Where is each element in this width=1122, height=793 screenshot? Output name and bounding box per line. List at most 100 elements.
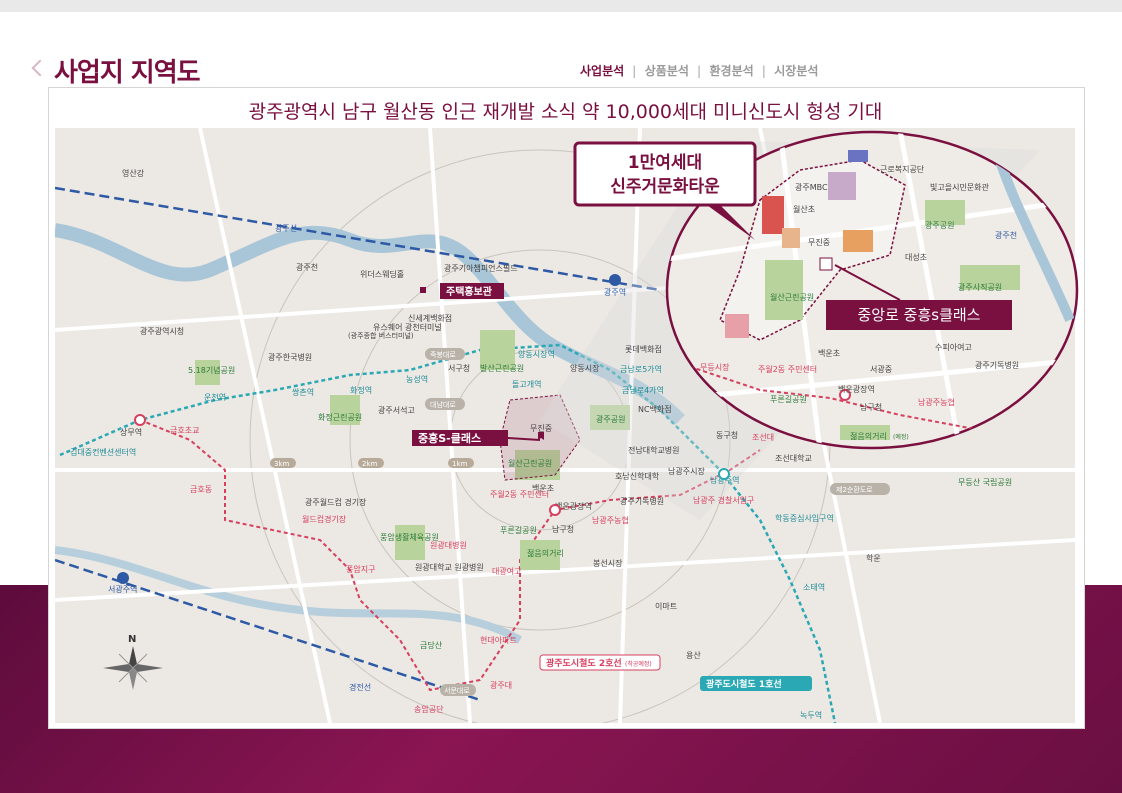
inset-place-label: 근로복지공단	[880, 164, 925, 174]
place-label: NC백화점	[638, 404, 672, 414]
inset-place-label: 젊음의거리	[850, 431, 887, 441]
top-band	[0, 0, 1122, 12]
inset-place-label: 대성초	[905, 253, 927, 262]
place-label: 현대아파트	[480, 635, 517, 645]
place-label: 무진중	[530, 423, 552, 433]
place-label: (광주종합 버스터미널)	[348, 331, 414, 340]
inset-title-box	[573, 141, 757, 207]
parks	[195, 330, 630, 570]
place-label: 신세계백화점	[408, 313, 452, 323]
place-label: 조선대	[752, 433, 774, 442]
inset-place-label: 남광주농협	[918, 397, 955, 407]
place-label: 주월2동 주민센터	[490, 489, 549, 499]
station-label: 남광주역	[710, 475, 739, 485]
ring-label: 3km	[274, 460, 290, 468]
line2-note: (착공예정)	[625, 660, 652, 668]
place-label: 용산	[686, 650, 701, 660]
place-label: 광주월드컵 경기장	[305, 497, 367, 507]
place-label: 남광주농협	[592, 515, 629, 525]
inset-place-label: 광주천	[995, 230, 1017, 240]
station-label: 농성역	[406, 374, 428, 384]
place-label: 남광주 경찰서입구	[693, 495, 754, 505]
place-label: 남광주시장	[668, 466, 705, 476]
place-label: 금호초교	[170, 426, 199, 435]
station-label: 금남로5가역	[620, 364, 662, 374]
inset-place-label: 월산초	[793, 204, 815, 214]
site-label: 중흥S-클래스	[418, 431, 481, 445]
place-label: 상무역	[120, 427, 142, 437]
site-marker-icon	[819, 257, 833, 271]
place-label: 학운	[866, 553, 881, 563]
inset-place-label: 서광중	[870, 364, 892, 374]
road-label: 서문대로	[444, 686, 470, 695]
inset-place-label: 광주공원	[925, 220, 954, 230]
place-label: 조선대학교	[775, 453, 812, 463]
station-label: 운천역	[204, 392, 226, 402]
place-label: 광주기아챔피언스필드	[444, 263, 518, 273]
model-house-label: 주택홍보관	[446, 285, 493, 298]
station-label: 쌍촌역	[292, 387, 314, 397]
place-label: 광주역	[604, 287, 626, 297]
place-label: 월드컵경기장	[302, 514, 347, 524]
place-label: 봉선시장	[593, 558, 623, 568]
line2-label: 광주도시철도 2호선	[546, 657, 622, 669]
place-label: 동구청	[716, 431, 738, 440]
nav-item-product[interactable]: 상품분석	[644, 64, 689, 78]
road-label: 제2순환도로	[836, 485, 873, 494]
inset-note: (예정)	[893, 433, 909, 441]
inset-place-label: 무진중	[808, 237, 830, 247]
inset-site-label: 중앙로 중흥s클래스	[858, 306, 981, 324]
site-pin-icon	[538, 432, 544, 440]
inset-place-label: 무등시장	[700, 362, 730, 372]
place-label: 월산근린공원	[508, 458, 552, 468]
place-label: 유스퀘어 광천터미널	[373, 322, 442, 332]
place-label: 원광대병원	[430, 540, 467, 550]
place-label: 화정근린공원	[318, 412, 362, 422]
place-label: 송암공단	[414, 704, 444, 714]
place-label: 호남신학대학	[615, 471, 660, 481]
place-label: 발산근린공원	[480, 363, 524, 373]
place-label: 금호동	[190, 485, 212, 494]
place-label: 백운초	[532, 483, 554, 493]
place-label: 풍암생활체육공원	[380, 532, 439, 542]
station-label: 화정역	[350, 385, 372, 395]
station-label: 김대중컨벤션센터역	[70, 447, 136, 457]
inset-place-label: 수피아여고	[935, 342, 972, 352]
place-label: 남구청	[552, 525, 574, 534]
place-label: 광주대	[490, 680, 512, 690]
compass-north-label: N	[128, 634, 136, 645]
line1-label: 광주도시철도 1호선	[706, 678, 782, 690]
train-station-icon	[609, 274, 621, 286]
place-label: 백운광장역	[555, 501, 592, 511]
inset-place-label: 월산근린공원	[770, 292, 814, 302]
station-label: 학동증심사입구역	[775, 513, 834, 523]
inset-place-label: 백운광장역	[838, 384, 875, 394]
place-label: 금당산	[420, 640, 443, 650]
inset-place-label: 남구청	[860, 403, 882, 412]
place-label: 광주기독병원	[620, 496, 664, 506]
model-house-callout	[440, 283, 504, 299]
transfer-station-icon	[839, 389, 851, 401]
model-house-marker	[420, 287, 426, 293]
inset-site-callout	[826, 300, 1012, 330]
inset-title-line2: 신주거문화타운	[610, 177, 720, 197]
inset-place-label: 광주기독병원	[975, 360, 1019, 370]
rail-label: 광주선	[275, 223, 297, 233]
place-label: 5.18기념공원	[188, 366, 235, 375]
nav-separator: |	[696, 64, 702, 78]
nav-item-environment[interactable]: 환경분석	[709, 64, 754, 78]
station-label: 금남로4가역	[622, 385, 664, 395]
place-label: 광주서석고	[378, 405, 415, 415]
river-label: 영산강	[122, 168, 145, 178]
place-label: 롯데백화점	[625, 344, 662, 354]
inset-place-label: 푸른길공원	[770, 395, 807, 404]
river	[55, 223, 685, 425]
place-label: 젊음의거리	[527, 548, 564, 558]
nav-item-market[interactable]: 시장분석	[774, 64, 819, 78]
place-label: 원광대학교 원광병원	[415, 562, 484, 572]
place-label: 푸른길공원	[500, 526, 537, 535]
inset-place-label: 빛고을시민문화관	[930, 182, 990, 192]
station-label: 소태역	[803, 582, 825, 592]
nav-item-business[interactable]: 사업분석	[580, 64, 625, 78]
place-label: 이마트	[655, 601, 677, 611]
